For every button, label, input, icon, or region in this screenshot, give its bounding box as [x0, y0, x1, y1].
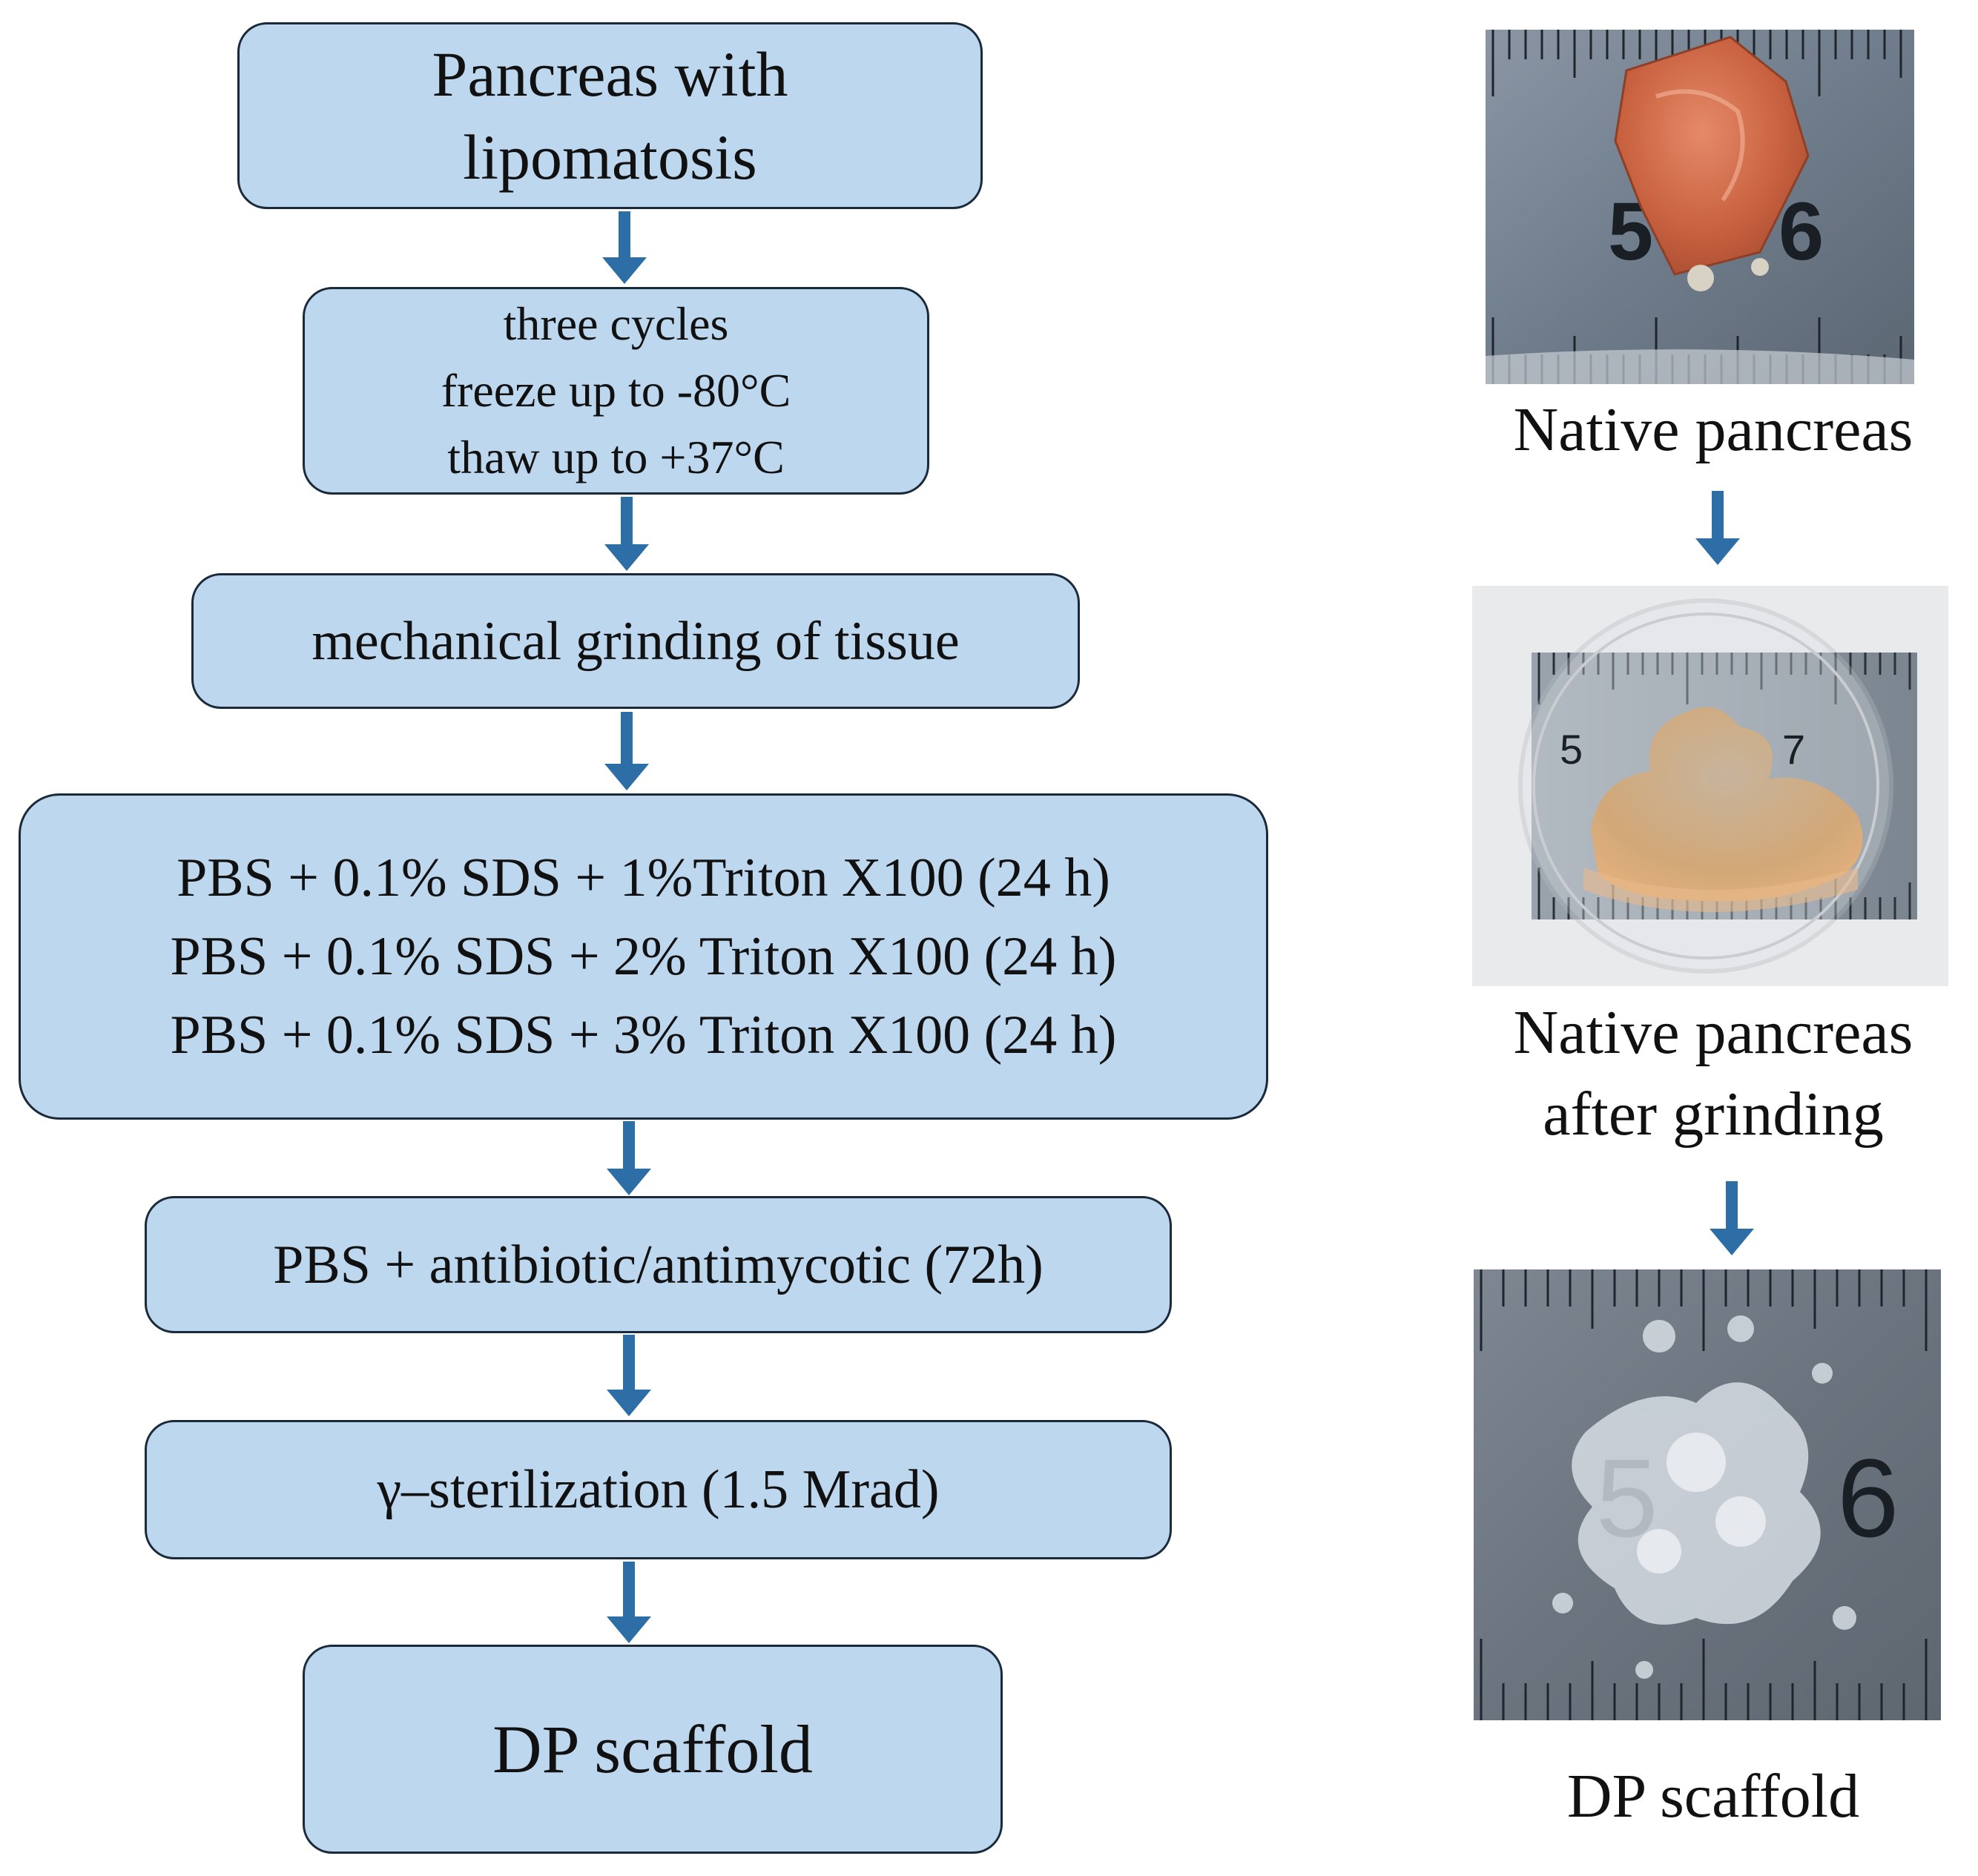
step-detergent-treatment: PBS + 0.1% SDS + 1%Triton X100 (24 h) PB…: [19, 793, 1268, 1120]
step-dp-scaffold: DP scaffold: [303, 1645, 1003, 1854]
step-gamma-sterilization: γ–sterilization (1.5 Mrad): [145, 1420, 1172, 1559]
arrow-down-icon: [607, 1121, 651, 1197]
ground-pancreas-photo: 5 7: [1472, 586, 1948, 986]
step-text-line: Pancreas with: [432, 39, 788, 110]
arrow-down-icon: [602, 211, 647, 285]
ground-pancreas-caption: Native pancreas after grinding: [1472, 992, 1954, 1155]
step-text-line: freeze up to -80°C: [441, 364, 791, 417]
caption-line: DP scaffold: [1566, 1762, 1860, 1831]
arrow-down-icon: [604, 712, 649, 792]
ruler-number: 6: [1837, 1436, 1899, 1560]
step-text-line: PBS + antibiotic/antimycotic (72h): [273, 1234, 1044, 1295]
arrow-down-icon: [1710, 1181, 1754, 1257]
arrow-down-icon: [1695, 491, 1740, 567]
step-text-line: PBS + 0.1% SDS + 3% Triton X100 (24 h): [170, 1005, 1117, 1066]
arrow-down-icon: [607, 1335, 651, 1418]
step-pancreas-lipomatosis: Pancreas with lipomatosis: [237, 22, 983, 209]
ground-pancreas-image: 5 7: [1472, 586, 1948, 986]
caption-line: after grinding: [1543, 1080, 1884, 1149]
step-text-line: mechanical grinding of tissue: [311, 610, 960, 672]
arrow-down-icon: [604, 497, 649, 572]
step-text-line: thaw up to +37°C: [447, 431, 785, 483]
native-pancreas-photo: 5 6: [1486, 30, 1914, 384]
ruler-number: 5: [1560, 726, 1583, 773]
step-text-line: lipomatosis: [463, 122, 757, 193]
step-text-line: three cycles: [503, 297, 729, 350]
arrow-down-icon: [607, 1562, 651, 1645]
step-text-line: DP scaffold: [492, 1711, 813, 1787]
step-text-line: γ–sterilization (1.5 Mrad): [377, 1459, 940, 1520]
step-freeze-thaw: three cycles freeze up to -80°C thaw up …: [303, 287, 929, 495]
step-text-line: PBS + 0.1% SDS + 2% Triton X100 (24 h): [170, 926, 1117, 987]
step-antibiotic-wash: PBS + antibiotic/antimycotic (72h): [145, 1196, 1172, 1333]
step-mechanical-grinding: mechanical grinding of tissue: [191, 573, 1080, 709]
native-pancreas-image: 5 6: [1486, 30, 1914, 384]
caption-line: Native pancreas: [1513, 395, 1913, 464]
dp-scaffold-photo: 5 6: [1474, 1269, 1941, 1720]
ruler-number: 7: [1782, 726, 1805, 773]
caption-line: Native pancreas: [1513, 998, 1913, 1067]
dp-scaffold-image: 5 6: [1474, 1269, 1941, 1720]
dp-scaffold-caption: DP scaffold: [1472, 1756, 1954, 1837]
step-text-line: PBS + 0.1% SDS + 1%Triton X100 (24 h): [177, 848, 1110, 908]
native-pancreas-caption: Native pancreas: [1472, 389, 1954, 471]
